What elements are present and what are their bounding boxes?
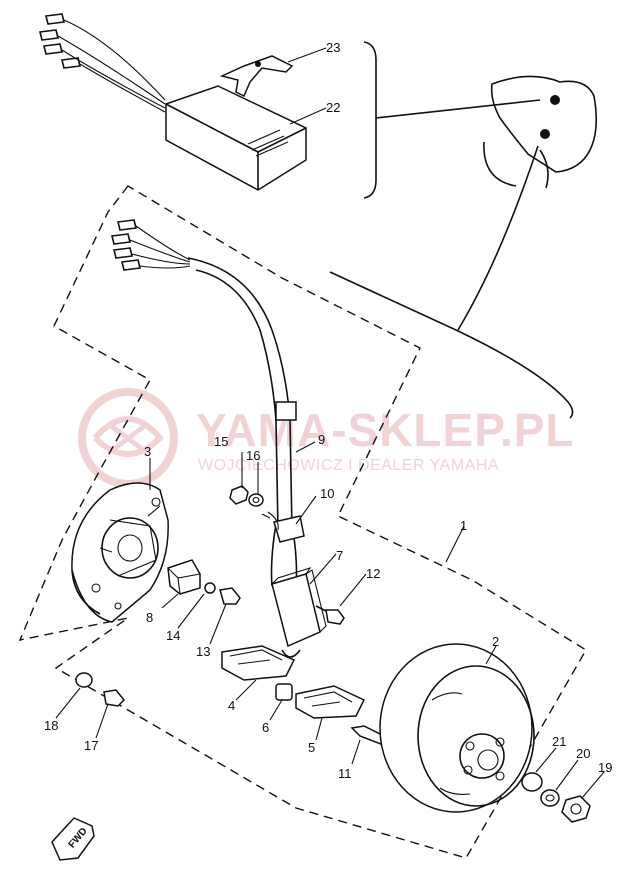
part-4-coil bbox=[221, 645, 296, 681]
part-8-sensor bbox=[167, 559, 201, 595]
callout-13: 13 bbox=[196, 644, 210, 659]
callout-17: 17 bbox=[84, 738, 98, 753]
part-19-nut bbox=[561, 795, 591, 823]
callout-20: 20 bbox=[576, 746, 590, 761]
leader-lines bbox=[55, 47, 605, 799]
part-15-bolt bbox=[229, 485, 249, 505]
part-22-cdi-unit bbox=[165, 85, 307, 191]
callout-9: 9 bbox=[318, 432, 325, 447]
upper-connector-harness bbox=[39, 13, 166, 113]
callout-16: 16 bbox=[246, 448, 260, 463]
callout-labels: 1 2 3 4 5 6 7 8 9 10 11 12 13 14 15 16 1… bbox=[44, 40, 612, 781]
part-5-coil bbox=[295, 685, 366, 719]
callout-4: 4 bbox=[228, 698, 235, 713]
watermark-logo bbox=[78, 388, 178, 488]
callout-6: 6 bbox=[262, 720, 269, 735]
ground-wire bbox=[261, 511, 279, 531]
watermark-subtitle: WOJCIECHOWICZ I DEALER YAMAHA bbox=[198, 457, 499, 474]
part-13-screw bbox=[219, 587, 241, 605]
callout-11: 11 bbox=[338, 766, 352, 781]
callout-15: 15 bbox=[214, 434, 228, 449]
callout-2: 2 bbox=[492, 634, 499, 649]
part-21-washer bbox=[521, 772, 543, 792]
callout-3: 3 bbox=[144, 444, 151, 459]
callout-12: 12 bbox=[366, 566, 380, 581]
part-16-washer bbox=[248, 493, 264, 507]
frame-location-sketch bbox=[329, 41, 598, 419]
callout-8: 8 bbox=[146, 610, 153, 625]
part-20-lock-washer bbox=[540, 789, 560, 807]
watermark: YAMA-SKLEP.PL WOJCIECHOWICZ I DEALER YAM… bbox=[78, 388, 575, 488]
part-3-stator-plate bbox=[71, 482, 169, 623]
callout-19: 19 bbox=[598, 760, 612, 775]
part-23-bracket bbox=[219, 55, 294, 98]
callout-23: 23 bbox=[326, 40, 340, 55]
fwd-arrow: FWD bbox=[51, 817, 95, 861]
callout-14: 14 bbox=[166, 628, 180, 643]
part-12-screw bbox=[315, 605, 345, 625]
watermark-title: YAMA-SKLEP.PL bbox=[196, 404, 575, 456]
part-18-washer bbox=[75, 672, 93, 688]
part-2-flywheel bbox=[379, 643, 535, 813]
callout-18: 18 bbox=[44, 718, 58, 733]
part-7-pulser-unit bbox=[271, 567, 327, 658]
callout-5: 5 bbox=[308, 740, 315, 755]
callout-10: 10 bbox=[320, 486, 334, 501]
part-14-washer bbox=[204, 582, 216, 594]
callout-22: 22 bbox=[326, 100, 340, 115]
callout-7: 7 bbox=[336, 548, 343, 563]
callout-1: 1 bbox=[460, 518, 467, 533]
callout-21: 21 bbox=[552, 734, 566, 749]
assembly-boundary bbox=[18, 185, 587, 859]
part-6-collar bbox=[275, 683, 293, 701]
part-17-bolt bbox=[103, 689, 126, 707]
